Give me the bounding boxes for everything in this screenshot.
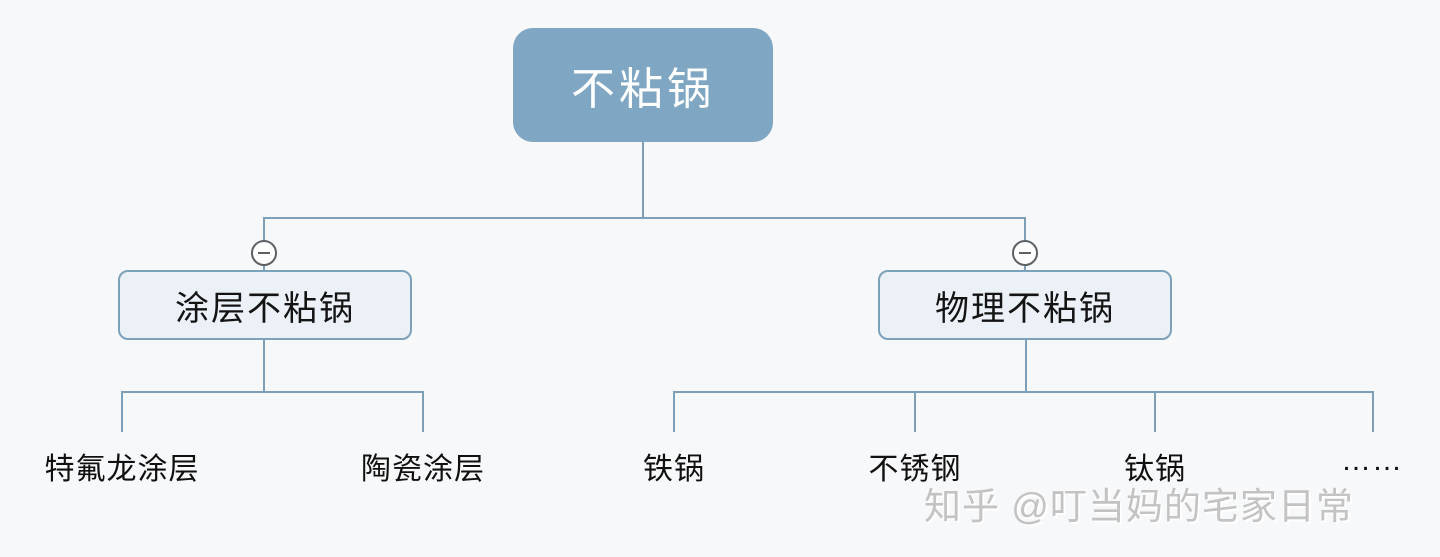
leaf-topic-iron[interactable]: 铁锅 (643, 453, 705, 486)
leaf-topic-teflon[interactable]: 特氟龙涂层 (44, 453, 200, 486)
collapse-minus-icon[interactable] (251, 240, 277, 266)
leaf-topic-titanium[interactable]: 钛锅 (1124, 453, 1186, 486)
connector-drop-teflon (121, 391, 123, 432)
connector-drop-iron (673, 391, 675, 432)
connector-coating-hbar (122, 391, 424, 393)
connector-drop-ceramic (422, 391, 424, 432)
connector-coating-stem (263, 340, 265, 392)
collapse-minus-icon[interactable] (1012, 240, 1038, 266)
connector-drop-titanium (1154, 391, 1156, 432)
connector-level1-hbar (264, 217, 1026, 219)
connector-drop-stainless (914, 391, 916, 432)
minus-bar (1019, 252, 1031, 254)
leaf-topic-ellipsis[interactable]: …… (1341, 444, 1403, 477)
watermark: 知乎 @叮当妈的宅家日常 (924, 486, 1354, 527)
connector-physical-hbar (674, 391, 1374, 393)
branch-topic-coating[interactable]: 涂层不粘锅 (118, 270, 412, 340)
connector-drop-ellipsis (1372, 391, 1374, 432)
leaf-topic-stainless[interactable]: 不锈钢 (868, 453, 962, 486)
minus-bar (258, 252, 270, 254)
connector-physical-stem (1025, 340, 1027, 392)
leaf-topic-ceramic[interactable]: 陶瓷涂层 (361, 453, 485, 486)
branch-topic-physical[interactable]: 物理不粘锅 (878, 270, 1172, 340)
root-topic[interactable]: 不粘锅 (513, 28, 773, 142)
connector-root-stem (642, 142, 644, 218)
